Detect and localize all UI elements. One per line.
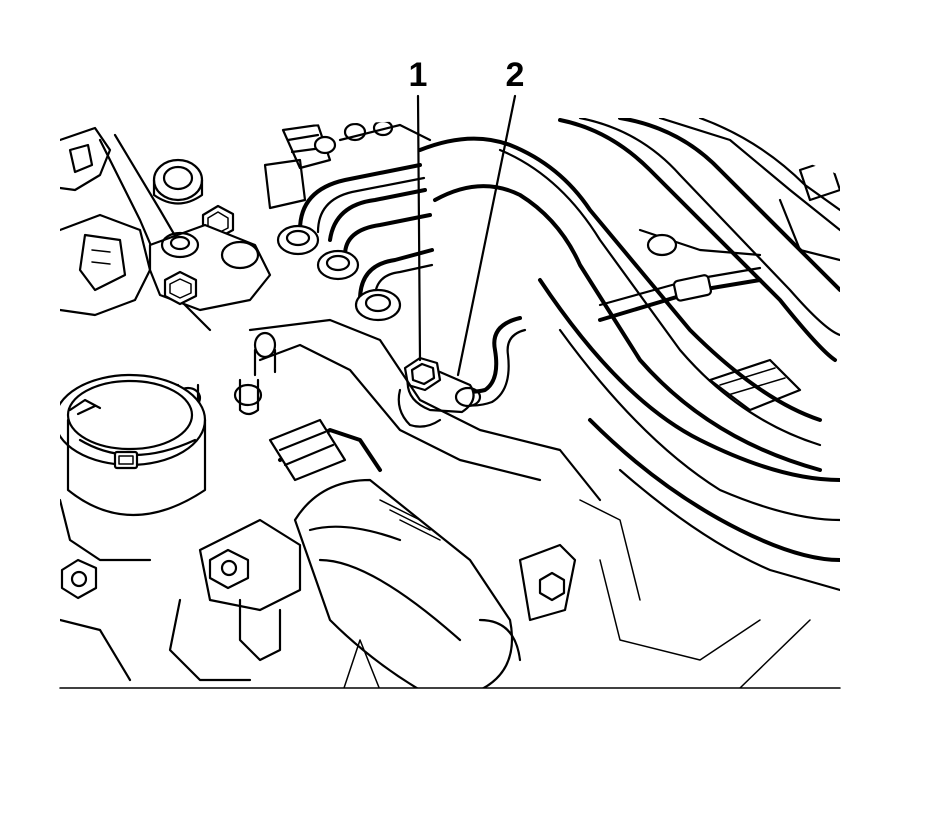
bolt-bottom-left xyxy=(60,558,132,682)
callout-label-2: 2 xyxy=(506,56,525,94)
oil-filler-cap xyxy=(60,373,207,562)
sensor-connector-top xyxy=(263,119,432,210)
fuel-hoses xyxy=(276,163,434,322)
leader-line-2 xyxy=(456,94,517,377)
mount-bracket xyxy=(148,223,272,312)
nut-lower-center xyxy=(518,543,577,622)
leader-line-1 xyxy=(416,94,422,362)
intake-housing xyxy=(174,318,602,502)
wiring-harness xyxy=(598,228,802,412)
bolt-top-left xyxy=(152,158,204,205)
callout-label-1: 1 xyxy=(409,56,428,94)
engine-drawing xyxy=(60,118,840,688)
lower-bracket xyxy=(168,518,302,682)
upper-radiator-hose xyxy=(418,118,840,592)
callout-leaders xyxy=(416,94,517,377)
intake-tube xyxy=(268,418,522,688)
